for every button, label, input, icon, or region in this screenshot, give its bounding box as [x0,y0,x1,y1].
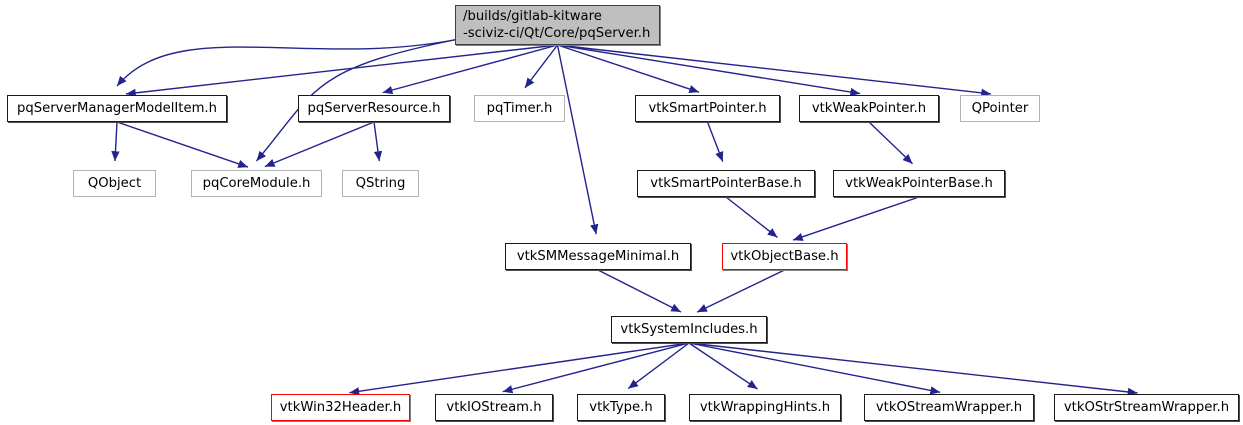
graph-edge-vtkSMMessageMinimal-to-vtkSystemIncludes [597,269,682,313]
graph-node-root: /builds/gitlab-kitware -sciviz-ci/Qt/Cor… [455,5,660,45]
graph-node-vtkSmartPointerBase[interactable]: vtkSmartPointerBase.h [637,170,815,197]
graph-edge-root-to-vtkSMMessageMinimal [556,44,599,235]
graph-node-pqTimer[interactable]: pqTimer.h [474,95,565,122]
graph-edge-vtkWeakPointerBase-to-vtkObjectBase [792,196,920,241]
graph-edge-root-to-pqCoreModule [255,38,460,162]
graph-node-vtkWeakPointerBase[interactable]: vtkWeakPointerBase.h [833,170,1005,197]
graph-node-vtkWrappingHints[interactable]: vtkWrappingHints.h [689,394,841,421]
graph-edge-vtkSystemIncludes-to-vtkOStrStreamWrapper [688,342,1138,397]
graph-edge-vtkSystemIncludes-to-vtkType [627,342,690,390]
graph-edge-pqServerResource-to-pqCoreModule [264,121,375,168]
graph-edge-pqServerManagerModelItem-to-QObject [111,121,120,162]
graph-edge-vtkSystemIncludes-to-vtkWrappingHints [688,342,758,390]
graph-node-vtkWin32Header[interactable]: vtkWin32Header.h [271,394,410,421]
graph-edge-vtkWeakPointer-to-vtkWeakPointerBase [868,121,913,165]
graph-edge-vtkSystemIncludes-to-vtkOStreamWrapper [688,342,941,395]
graph-node-QPointer[interactable]: QPointer [960,95,1040,122]
graph-node-vtkSmartPointer[interactable]: vtkSmartPointer.h [635,95,780,122]
graph-node-vtkSystemIncludes[interactable]: vtkSystemIncludes.h [611,316,767,343]
graph-node-vtkType[interactable]: vtkType.h [577,394,665,421]
graph-edge-vtkSmartPointerBase-to-vtkObjectBase [725,196,778,238]
graph-node-pqServerManagerModelItem[interactable]: pqServerManagerModelItem.h [7,95,227,122]
graph-edges [111,38,1138,397]
graph-node-pqServerResource[interactable]: pqServerResource.h [298,95,450,122]
graph-edge-root-to-pqServerManagerModelItem [116,38,460,87]
graph-node-QObject[interactable]: QObject [73,170,156,197]
graph-node-vtkOStreamWrapper[interactable]: vtkOStreamWrapper.h [864,394,1034,421]
graph-edge-pqServerResource-to-QString [373,121,383,162]
graph-node-vtkWeakPointer[interactable]: vtkWeakPointer.h [799,95,939,122]
graph-node-QString[interactable]: QString [342,170,419,197]
graph-edge-root-to-pqServerResource [382,44,558,95]
graph-node-vtkSMMessageMinimal[interactable]: vtkSMMessageMinimal.h [505,243,691,270]
graph-edge-root-to-QPointer [557,44,992,98]
graph-edge-root-to-vtkSmartPointer [557,44,700,94]
graph-edge-root-to-pqTimer [524,44,559,89]
graph-edge-root-to-pqServerManagerModelItem [125,44,558,98]
graph-node-pqCoreModule[interactable]: pqCoreModule.h [191,170,322,197]
graph-node-vtkObjectBase[interactable]: vtkObjectBase.h [722,243,847,270]
graph-node-vtkOStrStreamWrapper[interactable]: vtkOStrStreamWrapper.h [1054,394,1239,421]
graph-node-vtkIOStream[interactable]: vtkIOStream.h [435,394,553,421]
graph-edge-pqServerManagerModelItem-to-pqCoreModule [116,121,249,168]
graph-edge-vtkSmartPointer-to-vtkSmartPointerBase [706,121,724,162]
graph-edge-root-to-vtkWeakPointer [557,44,861,97]
graph-edge-vtkSystemIncludes-to-vtkIOStream [502,342,690,394]
graph-edge-vtkSystemIncludes-to-vtkWin32Header [349,342,690,396]
graph-edge-vtkObjectBase-to-vtkSystemIncludes [696,269,785,313]
